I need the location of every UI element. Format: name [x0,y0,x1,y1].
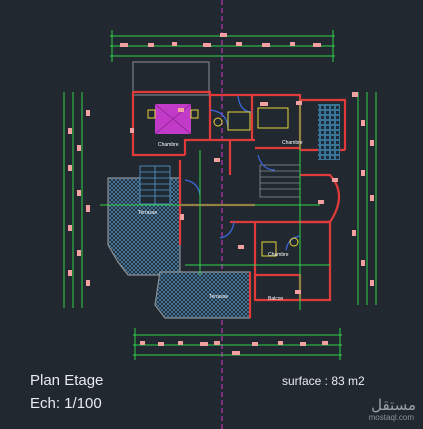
drawing-title: Plan Etage [30,372,104,389]
top-dimension-marks [120,33,321,47]
room-labels: Chambre Chambre Chambre Terrasse Terrass… [138,140,303,302]
room-label-terrasse-1: Terrasse [138,210,157,216]
surface-area: surface : 83 m2 [282,374,365,388]
bathroom-fixtures [213,107,299,257]
staircase [139,165,171,205]
watermark: مستقل mostaql.com [350,396,420,426]
left-dimension-marks [68,110,90,286]
right-dimension-marks [352,92,374,286]
right-dimension-lines [357,92,377,305]
outer-contour [132,61,210,96]
watermark-brand: مستقل [371,396,416,414]
bed-furniture [147,103,199,135]
bottom-dimension-marks [140,341,328,355]
room-label-terrasse-2: Terrasse [209,294,228,300]
bottom-dimension-lines [133,328,342,360]
left-dimension-lines [63,92,83,308]
room-label-chambre-2: Chambre [282,140,303,146]
drawing-scale: Ech: 1/100 [30,395,102,412]
terrace-bottom [154,271,251,319]
grid-lines [100,100,330,310]
room-label-balcon: Balcon [268,296,284,302]
inner-dimension-marks [130,101,338,294]
staircase-right [259,164,301,198]
room-label-chambre-3: Chambre [268,252,289,258]
door-swings [184,95,301,251]
shower-tiles [318,104,340,160]
room-label-chambre-1: Chambre [158,142,179,148]
watermark-url: mostaql.com [368,413,414,422]
